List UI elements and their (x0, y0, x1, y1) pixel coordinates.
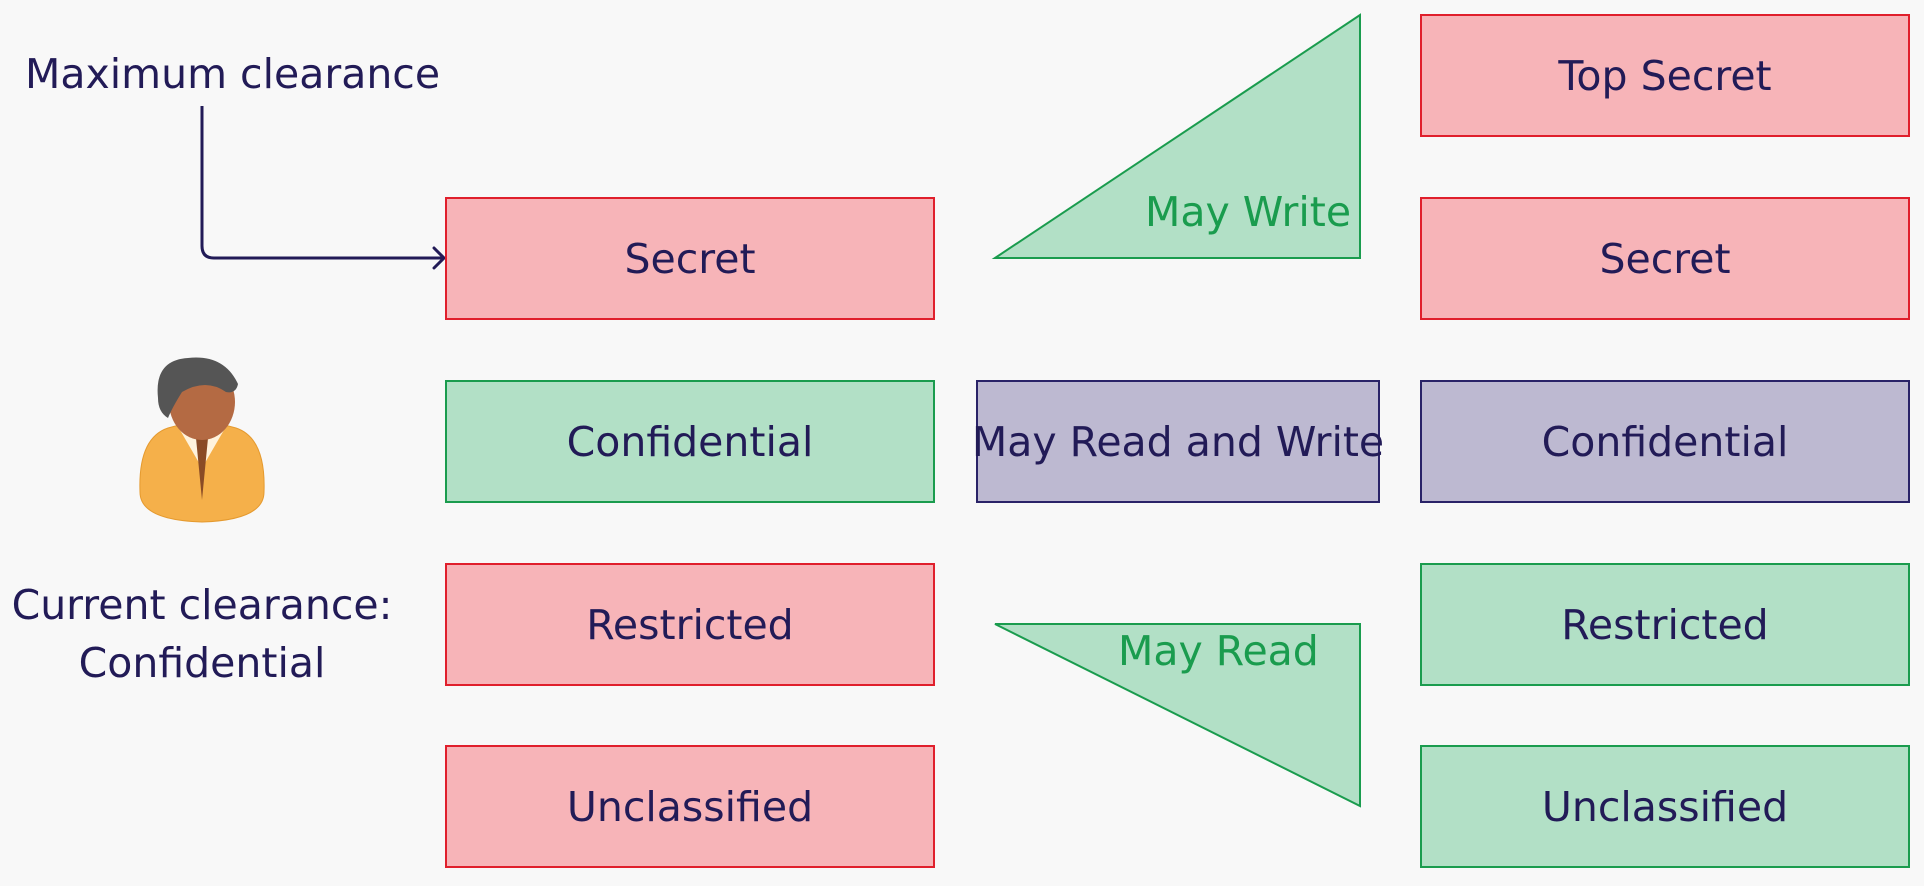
may-read-and-write-box: May Read and Write (972, 380, 1384, 503)
max-clearance-arrow (200, 106, 442, 260)
current-clearance-line2: Confidential (78, 639, 326, 687)
may-read-triangle (994, 623, 1361, 808)
object-level-confidential: Confidential (1420, 380, 1910, 503)
arrow-head-icon (432, 246, 447, 270)
current-clearance-label: Current clearance: Confidential (0, 576, 404, 692)
object-level-top-secret: Top Secret (1420, 14, 1910, 137)
may-write-label: May Write (1145, 188, 1352, 236)
object-level-restricted: Restricted (1420, 563, 1910, 686)
may-read-label: May Read (1118, 627, 1319, 675)
current-clearance-line1: Current clearance: (11, 581, 393, 629)
object-level-unclassified: Unclassified (1420, 745, 1910, 868)
may-write-triangle (991, 13, 1361, 259)
subject-level-secret: Secret (445, 197, 935, 320)
object-level-secret: Secret (1420, 197, 1910, 320)
person-avatar-icon (139, 357, 265, 523)
subject-level-unclassified: Unclassified (445, 745, 935, 868)
subject-level-confidential: Confidential (445, 380, 935, 503)
subject-level-restricted: Restricted (445, 563, 935, 686)
max-clearance-label: Maximum clearance (25, 50, 441, 98)
